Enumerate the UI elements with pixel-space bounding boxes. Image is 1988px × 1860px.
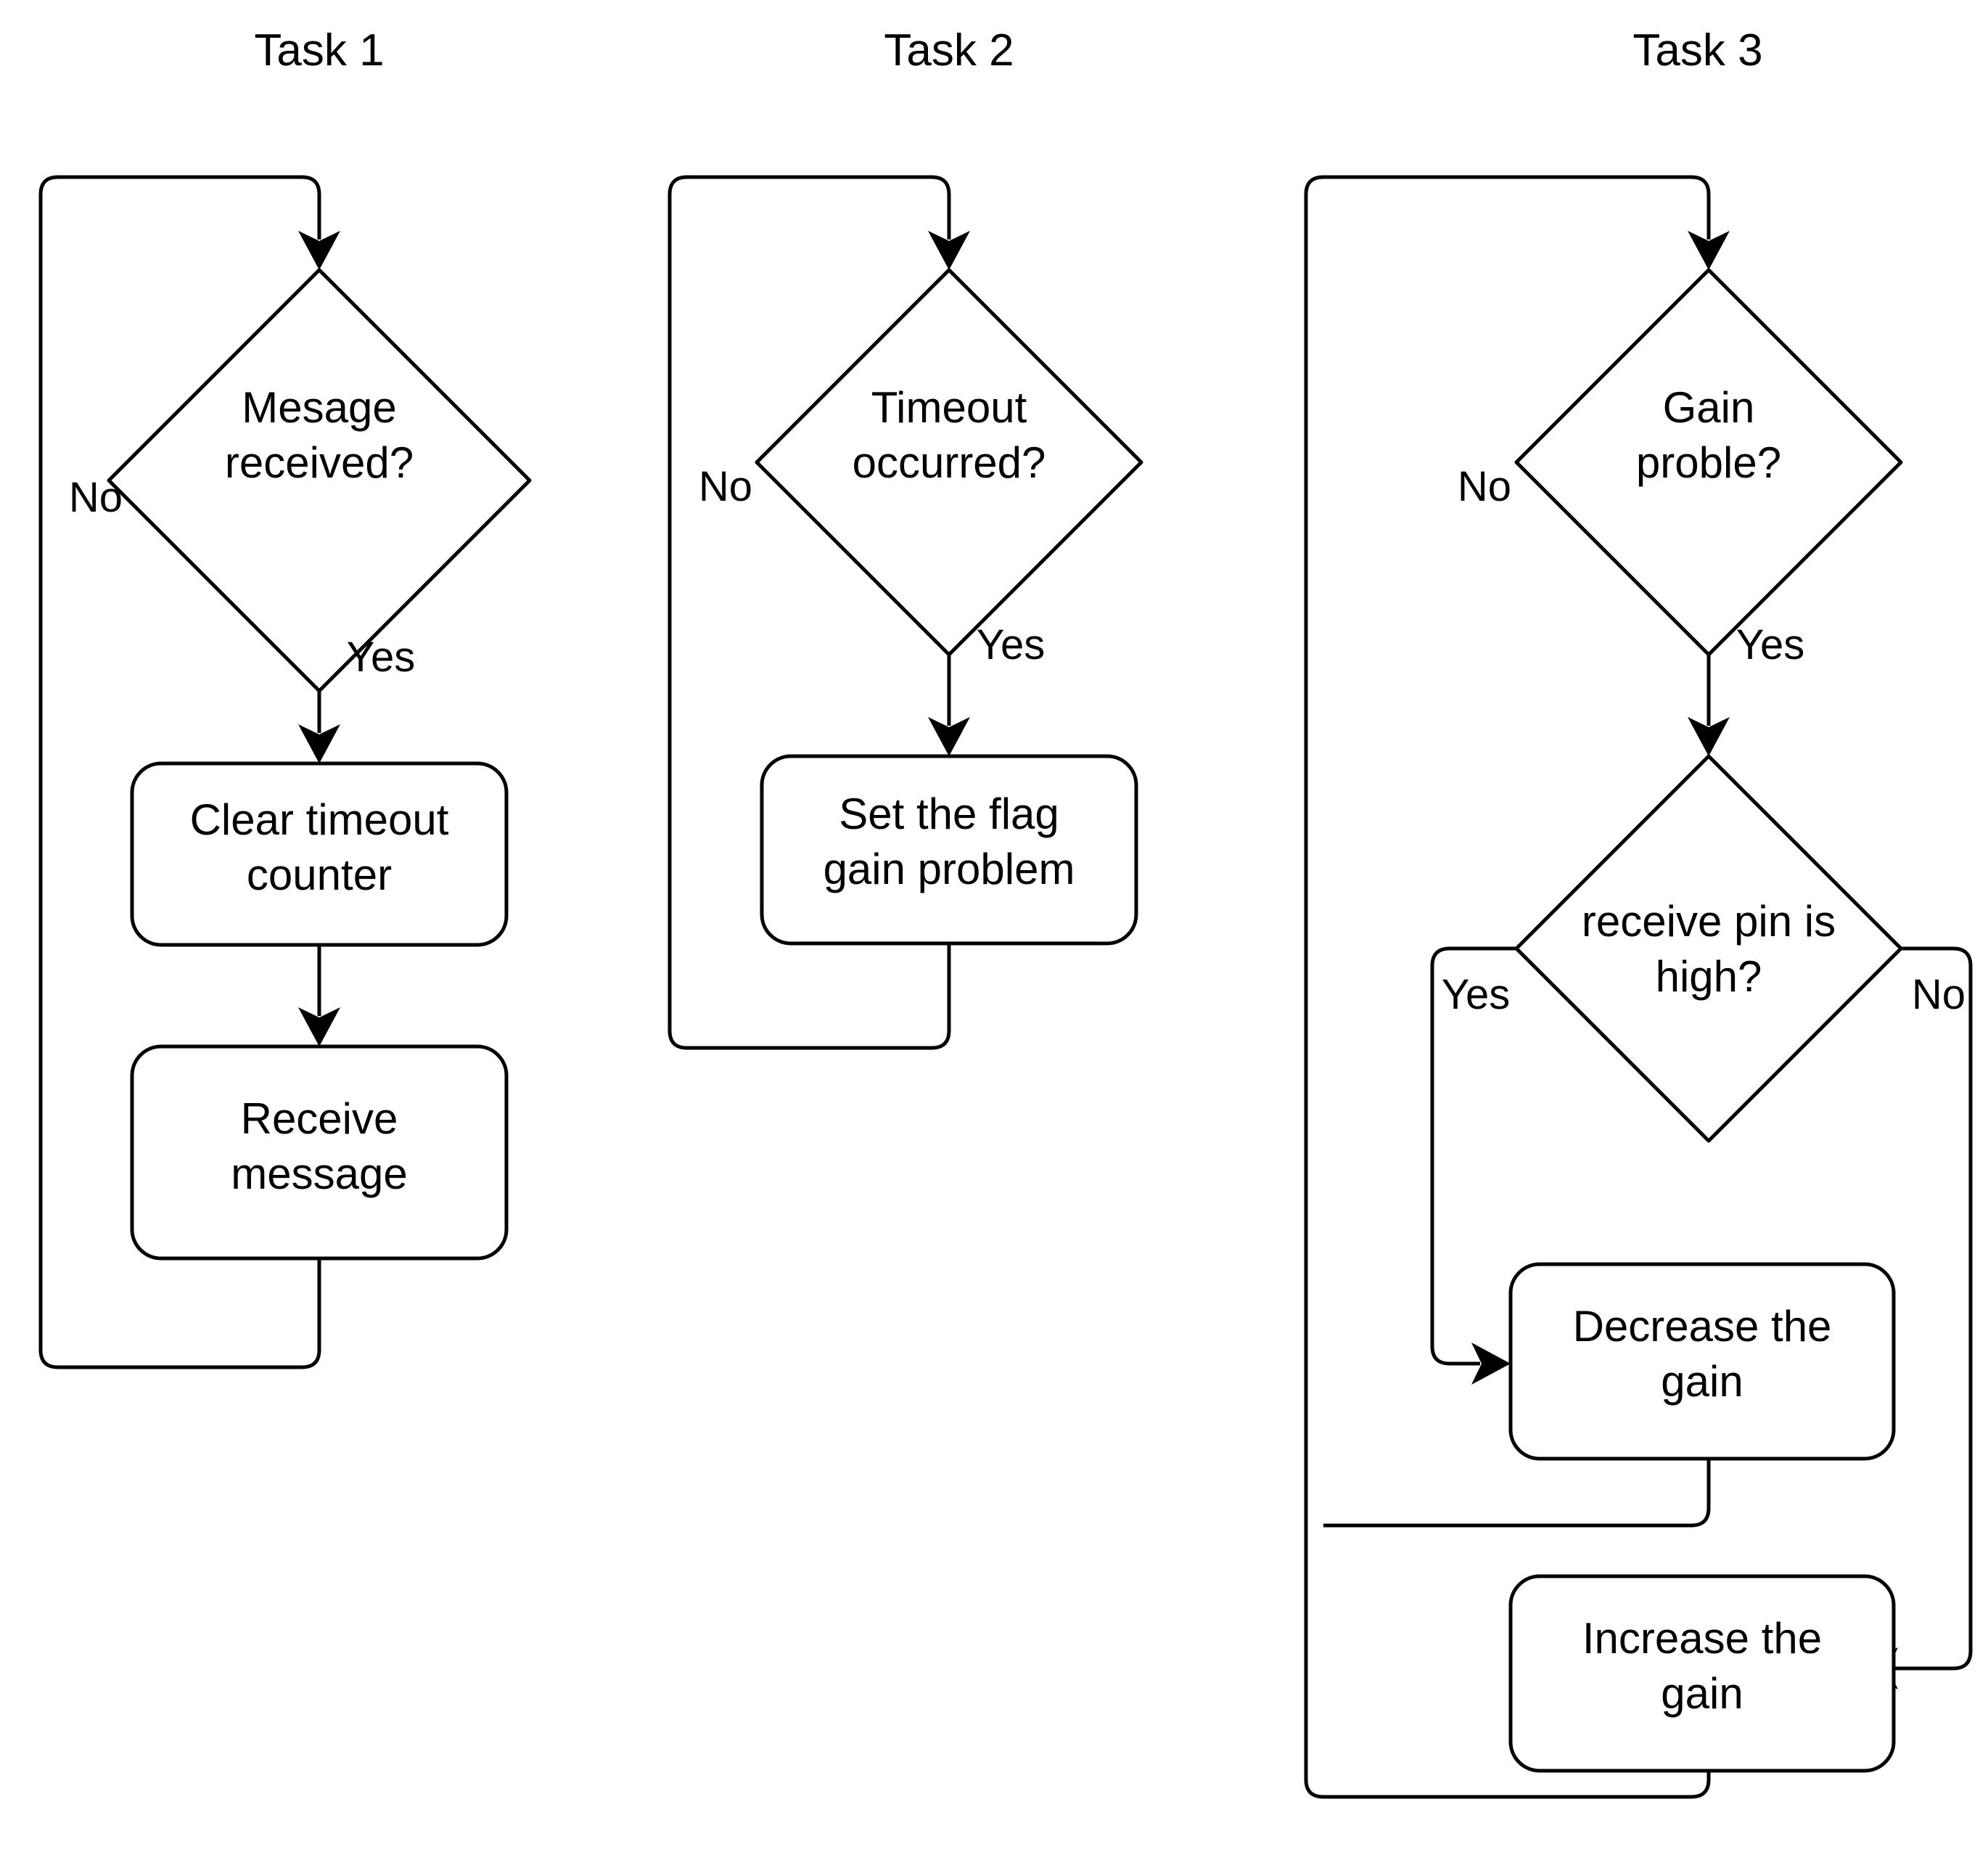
task2-decision-line2: occurred? xyxy=(853,438,1046,487)
task3-decrease-gain-line2: gain xyxy=(1661,1357,1743,1406)
task3-yes2-connector xyxy=(1430,946,1516,1366)
task3-decision1-line1: Gain xyxy=(1663,383,1755,432)
task2-set-flag-shape xyxy=(760,754,1138,946)
task3-decision2-line1: receive pin is xyxy=(1582,897,1836,946)
task3-no1-label: No xyxy=(1458,463,1511,510)
task1-no-label: No xyxy=(69,474,123,521)
task2-no-label: No xyxy=(699,463,752,510)
task2-set-flag-line2: gain problem xyxy=(823,845,1075,893)
task1-yes-label: Yes xyxy=(347,634,416,681)
task1-receive-message-line2: message xyxy=(231,1150,407,1198)
task3-group: Task 3 Gain proble? No Yes receive pin i… xyxy=(1304,25,1973,1799)
task3-outer-feedback-arrowhead xyxy=(1688,231,1730,270)
task2-decision-line1: Timeout xyxy=(871,383,1027,432)
task3-no2-connector xyxy=(1889,946,1973,1671)
task1-decision-line2: received? xyxy=(225,438,414,487)
task1-decision-line1: Mesage xyxy=(242,383,396,432)
task3-decision2-line2: high? xyxy=(1656,952,1762,1001)
task3-yes2-arrowhead xyxy=(1471,1343,1511,1385)
task3-yes1-arrowhead xyxy=(1688,717,1730,756)
task1-title: Task 1 xyxy=(254,25,384,75)
task3-increase-gain-shape xyxy=(1508,1574,1896,1773)
task2-feedback-connector xyxy=(668,175,951,1050)
task2-title: Task 2 xyxy=(884,25,1014,75)
task2-group: Task 2 Timeout occurred? No Yes Set the … xyxy=(668,25,1143,1050)
task3-increase-gain-line1: Increase the xyxy=(1582,1614,1822,1663)
task1-receive-message-shape xyxy=(130,1044,509,1261)
task3-outer-feedback-connector xyxy=(1304,175,1711,1799)
task1-feedback-connector xyxy=(38,175,321,1369)
task1-yes-arrowhead xyxy=(298,724,340,763)
task2-yes-label: Yes xyxy=(977,621,1046,668)
task3-yes2-label: Yes xyxy=(1442,971,1511,1018)
task2-set-flag-line1: Set the flag xyxy=(839,790,1059,838)
task3-decision1-line2: proble? xyxy=(1636,438,1781,487)
task3-decrease-gain-shape xyxy=(1508,1262,1896,1461)
task3-decision2-shape xyxy=(1514,754,1903,1143)
task3-increase-gain-line2: gain xyxy=(1661,1669,1743,1718)
task1-clear-timeout-line2: counter xyxy=(247,851,392,899)
task1-clear-to-receive-arrowhead xyxy=(298,1007,340,1046)
task3-yes1-label: Yes xyxy=(1736,621,1805,668)
task1-clear-timeout-line1: Clear timeout xyxy=(190,795,449,844)
task1-group: Task 1 Mesage received? No Yes Clear tim… xyxy=(38,25,532,1369)
task3-title: Task 3 xyxy=(1632,25,1762,75)
task2-yes-arrowhead xyxy=(928,717,970,756)
task1-receive-message-line1: Receive xyxy=(241,1094,398,1143)
task1-feedback-arrowhead xyxy=(298,231,340,270)
task3-no2-label: No xyxy=(1912,971,1966,1018)
task2-feedback-arrowhead xyxy=(928,231,970,270)
task3-decrease-gain-line1: Decrease the xyxy=(1573,1302,1832,1351)
task3-decrease-return-connector xyxy=(1323,1459,1711,1528)
